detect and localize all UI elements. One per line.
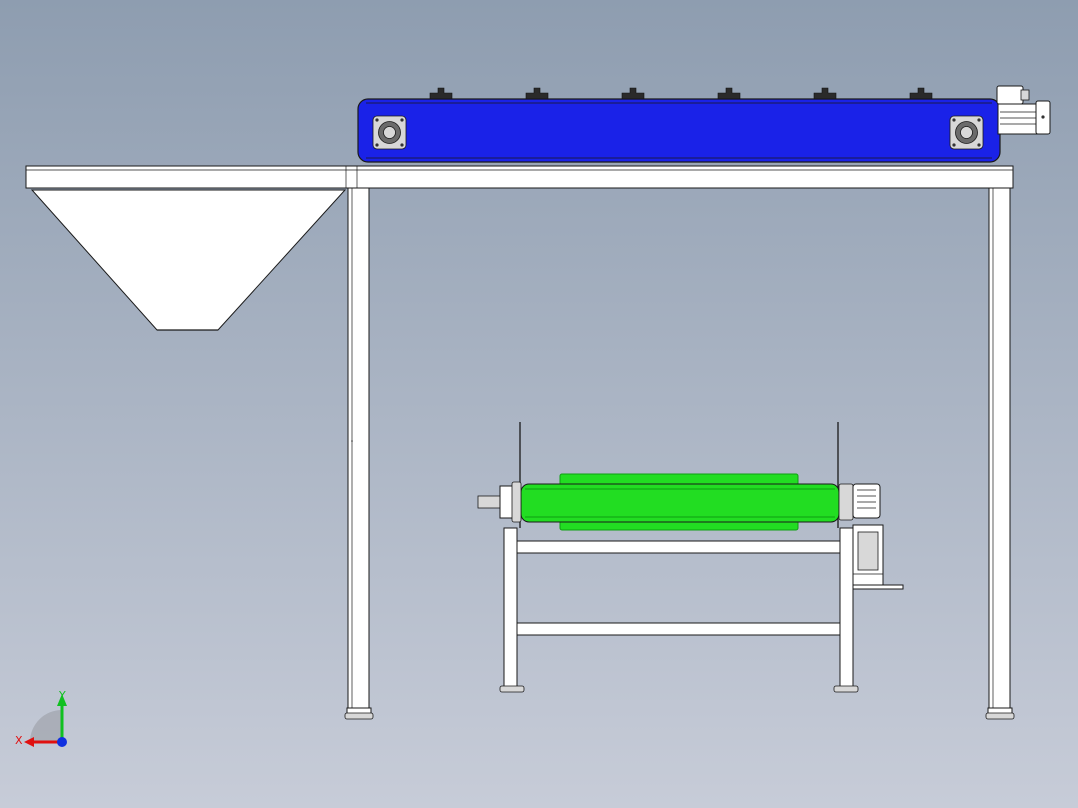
green-roller — [520, 473, 840, 531]
main-frame-right-foot-pad — [985, 712, 1015, 720]
stand-right-leg — [839, 527, 854, 689]
conveyor-lug — [717, 87, 741, 100]
conveyor-lug — [621, 87, 645, 100]
stand-lower-rail — [516, 622, 841, 636]
conveyor-lug — [429, 87, 453, 100]
roller-stand[interactable] — [477, 422, 904, 693]
conveyor-lug — [525, 87, 549, 100]
stand-left-leg — [503, 527, 518, 689]
conveyor-lug — [813, 87, 837, 100]
left-shaft-assembly — [477, 481, 522, 523]
main-frame-right-post — [988, 187, 1011, 711]
hopper-funnel — [30, 189, 347, 331]
main-frame-top-beam — [25, 165, 1014, 189]
triad-y-arrowhead — [57, 694, 67, 706]
upper-conveyor-lugs — [429, 87, 933, 100]
main-frame-left-post — [347, 187, 370, 711]
orientation-triad[interactable]: X Y — [0, 680, 90, 760]
left-bearing — [372, 115, 407, 150]
motor-mount-plate — [852, 584, 904, 590]
triad-x-label: X — [15, 734, 23, 747]
triad-y-label: Y — [58, 689, 66, 702]
stand-left-foot — [499, 685, 525, 693]
hopper[interactable] — [30, 189, 347, 331]
upper-conveyor-body — [357, 98, 1001, 163]
roller-gearmotor — [838, 483, 904, 590]
stand-upper-rail — [516, 540, 841, 554]
upper-conveyor[interactable] — [357, 85, 1051, 163]
triad-z-axis — [57, 737, 67, 747]
main-frame-left-foot-pad — [344, 712, 374, 720]
right-bearing — [949, 115, 984, 150]
triad-sector — [30, 710, 62, 742]
scene-marker — [351, 440, 353, 442]
conveyor-lug — [909, 87, 933, 100]
stand-right-foot — [833, 685, 859, 693]
upper-drive-motor — [996, 85, 1051, 135]
triad-x-arrowhead — [24, 737, 34, 747]
main-frame[interactable] — [25, 165, 1015, 720]
